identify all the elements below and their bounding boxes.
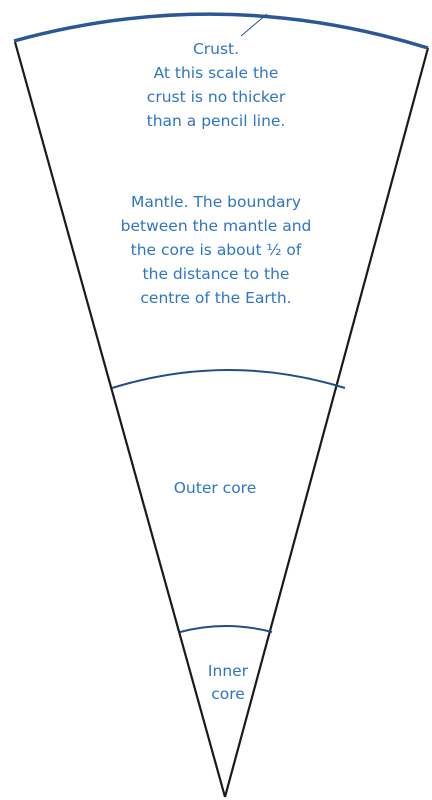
outer-core-label-line: Outer core: [173, 479, 257, 497]
mantle-label-line: the core is about ½ of: [130, 241, 302, 259]
inner-core-label-line: Inner: [207, 662, 249, 680]
mantle-label-line: Mantle. The boundary: [130, 193, 302, 211]
inner-core-boundary-arc: [179, 625, 273, 633]
mantle-core-boundary-arc: [111, 369, 346, 389]
crust-label-line: At this scale the: [153, 64, 279, 82]
mantle-label-line: between the mantle and: [120, 217, 312, 235]
crust-label-line: crust is no thicker: [146, 88, 286, 106]
inner-core-label: Inner core: [180, 660, 276, 706]
mantle-label: Mantle. The boundary between the mantle …: [96, 190, 336, 310]
wedge-left-edge: [13, 41, 227, 798]
crust-label-pointer: [240, 13, 268, 37]
wedge-right-edge: [223, 47, 430, 798]
mantle-label-line: the distance to the: [142, 265, 290, 283]
crust-label-line: Crust.: [192, 40, 240, 58]
outer-core-label: Outer core: [130, 476, 300, 500]
mantle-label-line: centre of the Earth.: [140, 289, 292, 307]
inner-core-label-line: core: [211, 685, 245, 703]
crust-boundary-arc: [13, 12, 429, 50]
crust-label: Crust. At this scale the crust is no thi…: [96, 37, 336, 133]
crust-label-line: than a pencil line.: [146, 112, 286, 130]
